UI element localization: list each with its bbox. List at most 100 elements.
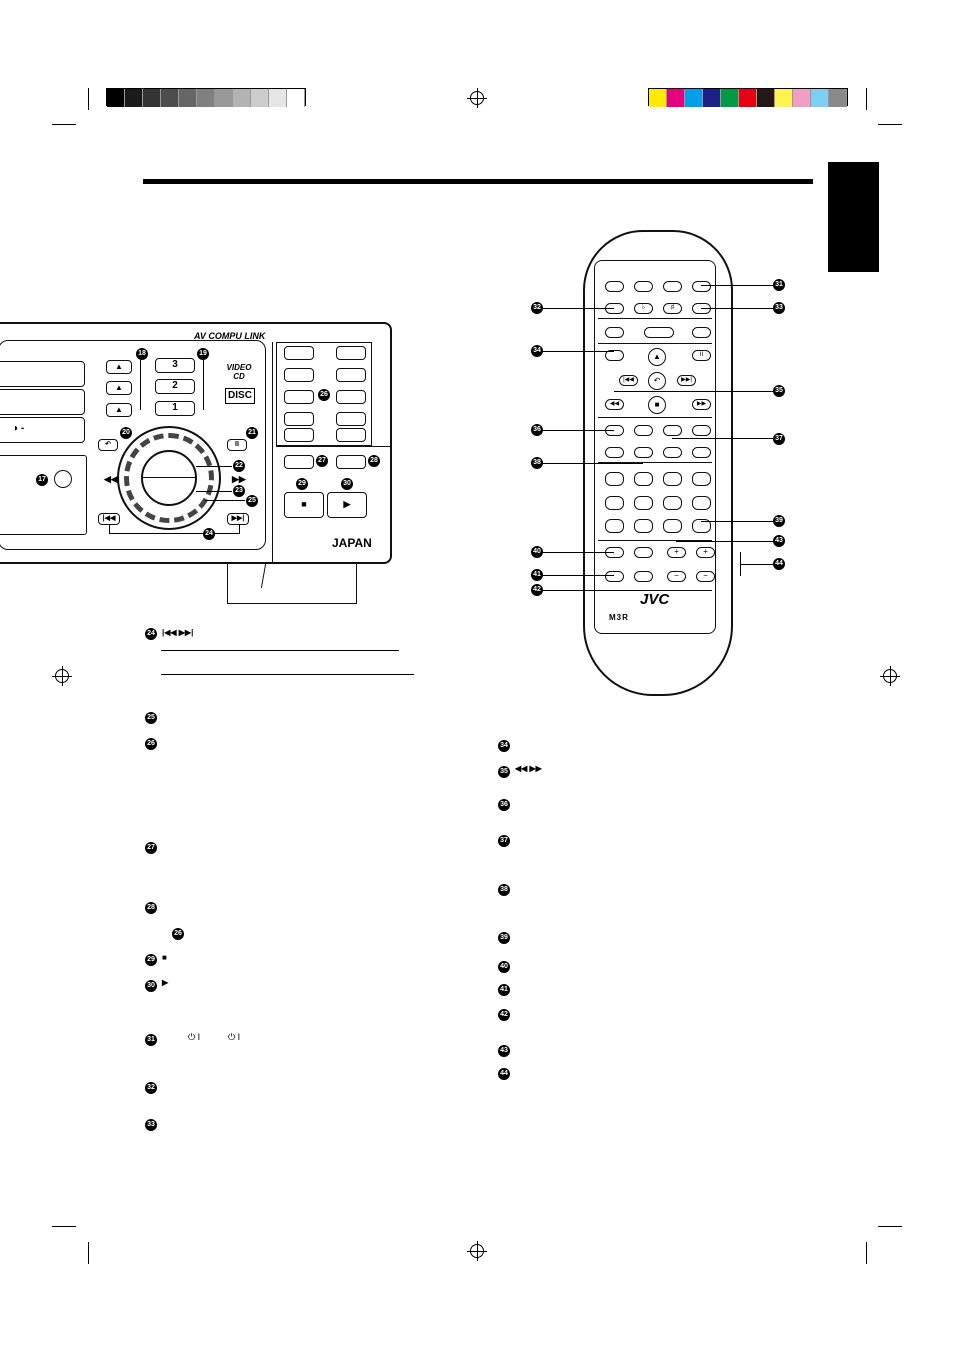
remote-key[interactable]	[692, 327, 711, 338]
panel-key[interactable]	[284, 412, 314, 426]
plus-button[interactable]: +	[696, 547, 715, 558]
remote-key-39[interactable]	[692, 519, 711, 533]
list-item-24: 24	[145, 628, 157, 640]
remote-key-41[interactable]	[605, 571, 624, 582]
remote-previous-button[interactable]: |◀◀	[619, 375, 638, 386]
remote-key[interactable]	[605, 447, 624, 458]
minus-button[interactable]: −	[696, 571, 715, 582]
remote-brand: JVC	[640, 591, 670, 608]
remote-key-34[interactable]	[605, 350, 624, 361]
remote-key[interactable]	[634, 281, 653, 292]
panel-key[interactable]	[336, 412, 366, 426]
remote-rewind-button[interactable]: ◀◀	[605, 399, 624, 410]
panel-key[interactable]	[284, 346, 314, 360]
list-item-43: 43	[498, 1045, 510, 1057]
callout-39: 39	[773, 515, 785, 527]
previous-button[interactable]: |◀◀	[98, 513, 120, 525]
remote-key[interactable]	[605, 281, 624, 292]
front-panel	[0, 322, 392, 564]
pause-button[interactable]: II	[227, 439, 247, 451]
number-key[interactable]	[692, 496, 711, 510]
callout-20: 20	[120, 427, 132, 439]
callout-line	[543, 430, 614, 431]
number-key[interactable]	[634, 496, 653, 510]
remote-key[interactable]	[663, 281, 682, 292]
remote-up-button[interactable]: ▲	[648, 348, 666, 366]
remote-key[interactable]	[634, 425, 653, 436]
panel-key-28[interactable]	[336, 455, 366, 469]
list-item-30: 30	[145, 980, 157, 992]
remote-key[interactable]	[663, 447, 682, 458]
swatch	[721, 89, 739, 107]
stop-button[interactable]: ■	[284, 492, 324, 518]
panel-key[interactable]	[284, 390, 314, 404]
jog-dial-outer[interactable]	[117, 426, 221, 530]
remote-key[interactable]	[692, 447, 711, 458]
number-key[interactable]	[663, 496, 682, 510]
remote-key[interactable]	[634, 547, 653, 558]
disc-1-button[interactable]: 1	[155, 401, 195, 416]
number-key[interactable]	[605, 472, 624, 486]
remote-return-button[interactable]: ↶	[648, 372, 666, 390]
eject-button-1[interactable]: ▲	[106, 403, 132, 417]
number-key[interactable]	[634, 519, 653, 533]
remote-key-37[interactable]	[663, 425, 682, 436]
panel-key[interactable]	[336, 346, 366, 360]
remote-ff-button[interactable]: ▶▶	[692, 399, 711, 410]
remote-key[interactable]	[644, 327, 674, 338]
panel-key[interactable]	[336, 428, 366, 442]
remote-section	[598, 462, 712, 463]
number-key[interactable]	[605, 519, 624, 533]
callout-line	[543, 552, 614, 553]
return-button[interactable]: ↶	[98, 439, 118, 451]
panel-key-27[interactable]	[284, 455, 314, 469]
swatch	[179, 89, 197, 107]
crop-mark	[878, 1226, 902, 1227]
plus-button[interactable]: +	[667, 547, 686, 558]
remote-key[interactable]	[692, 425, 711, 436]
jog-dial-inner[interactable]	[141, 450, 197, 506]
standby-button[interactable]	[692, 281, 711, 292]
panel-divider	[276, 446, 392, 447]
number-key[interactable]	[663, 472, 682, 486]
swatch	[233, 89, 251, 107]
jog-dial-ticks	[124, 433, 214, 523]
language-tab	[828, 162, 879, 272]
list-item-27: 27	[145, 842, 157, 854]
minus-button[interactable]: −	[667, 571, 686, 582]
eject-button-2[interactable]: ▲	[106, 381, 132, 395]
callout-line	[196, 466, 232, 467]
remote-key-38[interactable]	[634, 447, 653, 458]
standby-icon: ⏻ I	[228, 1032, 241, 1042]
panel-key[interactable]	[284, 368, 314, 382]
remote-pause-button[interactable]: II	[692, 350, 711, 361]
remote-next-button[interactable]: ▶▶|	[677, 375, 696, 386]
eject-button-3[interactable]: ▲	[106, 360, 132, 374]
panel-key[interactable]	[336, 390, 366, 404]
next-button[interactable]: ▶▶|	[227, 513, 249, 525]
callout-31: 31	[773, 279, 785, 291]
swatch	[685, 89, 703, 107]
number-key[interactable]	[605, 496, 624, 510]
callout-37: 37	[773, 433, 785, 445]
number-key[interactable]	[692, 472, 711, 486]
remote-key-42[interactable]	[634, 571, 653, 582]
swatch	[197, 89, 215, 107]
remote-stop-button[interactable]: ■	[648, 396, 666, 414]
panel-key[interactable]	[336, 368, 366, 382]
registration-mark	[880, 666, 900, 686]
text-rule	[161, 674, 414, 675]
play-button[interactable]: ▶	[327, 492, 367, 518]
callout-line	[543, 463, 643, 464]
disc-2-button[interactable]: 2	[155, 379, 195, 394]
remote-key[interactable]	[605, 327, 624, 338]
list-item-34: 34	[498, 740, 510, 752]
sharp-button[interactable]: ♯	[663, 303, 682, 314]
number-key[interactable]	[663, 519, 682, 533]
disc-3-button[interactable]: 3	[155, 358, 195, 373]
swatch	[739, 89, 757, 107]
callout-17: 17	[36, 474, 48, 486]
panel-key[interactable]	[284, 428, 314, 442]
number-key[interactable]	[634, 472, 653, 486]
flat-button[interactable]: ♭	[634, 303, 653, 314]
